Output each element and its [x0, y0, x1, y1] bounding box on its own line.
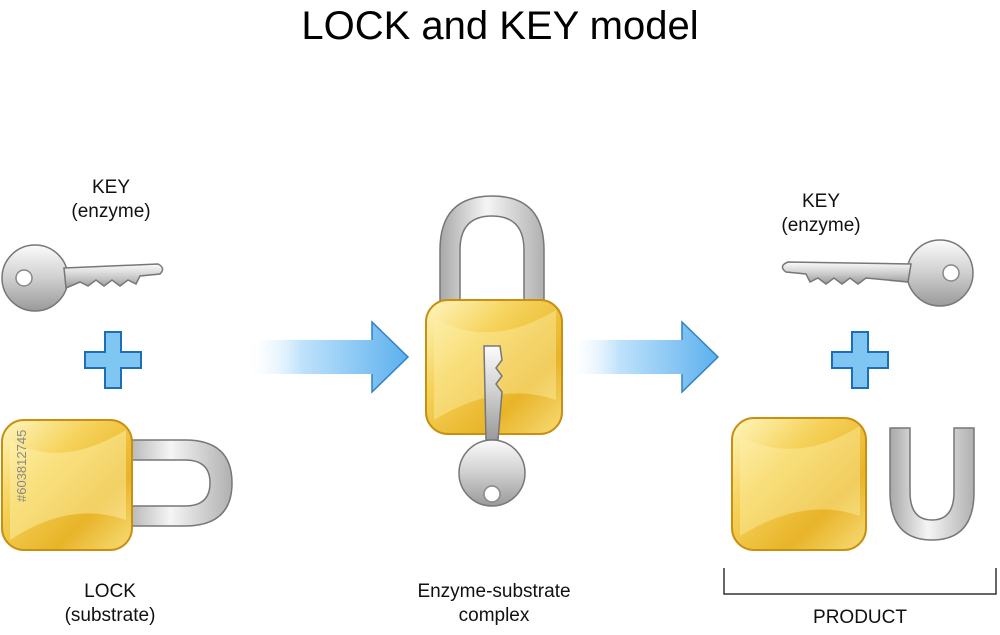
padlock-icon [1, 419, 233, 551]
key-icon [781, 239, 974, 307]
plus-icon [84, 331, 142, 389]
key-enzyme-label-left: KEY (enzyme) [71, 177, 151, 222]
watermark-id: #603812745 [14, 429, 29, 502]
padlock-with-key-icon [425, 195, 563, 507]
arrow-right-icon [245, 320, 410, 394]
plus-icon [831, 331, 889, 389]
lock-body-icon [731, 417, 867, 551]
complex-label: Enzyme-substrate complex [417, 581, 571, 626]
shackle-icon [889, 427, 975, 541]
diagram-title: LOCK and KEY model [301, 4, 699, 48]
arrow-right-icon [566, 320, 720, 394]
key-icon [1, 244, 164, 312]
product-label: PRODUCT [813, 607, 907, 628]
lock-substrate-label: LOCK (substrate) [64, 581, 156, 626]
key-enzyme-label-right: KEY (enzyme) [781, 191, 861, 236]
product-bracket [723, 568, 997, 595]
